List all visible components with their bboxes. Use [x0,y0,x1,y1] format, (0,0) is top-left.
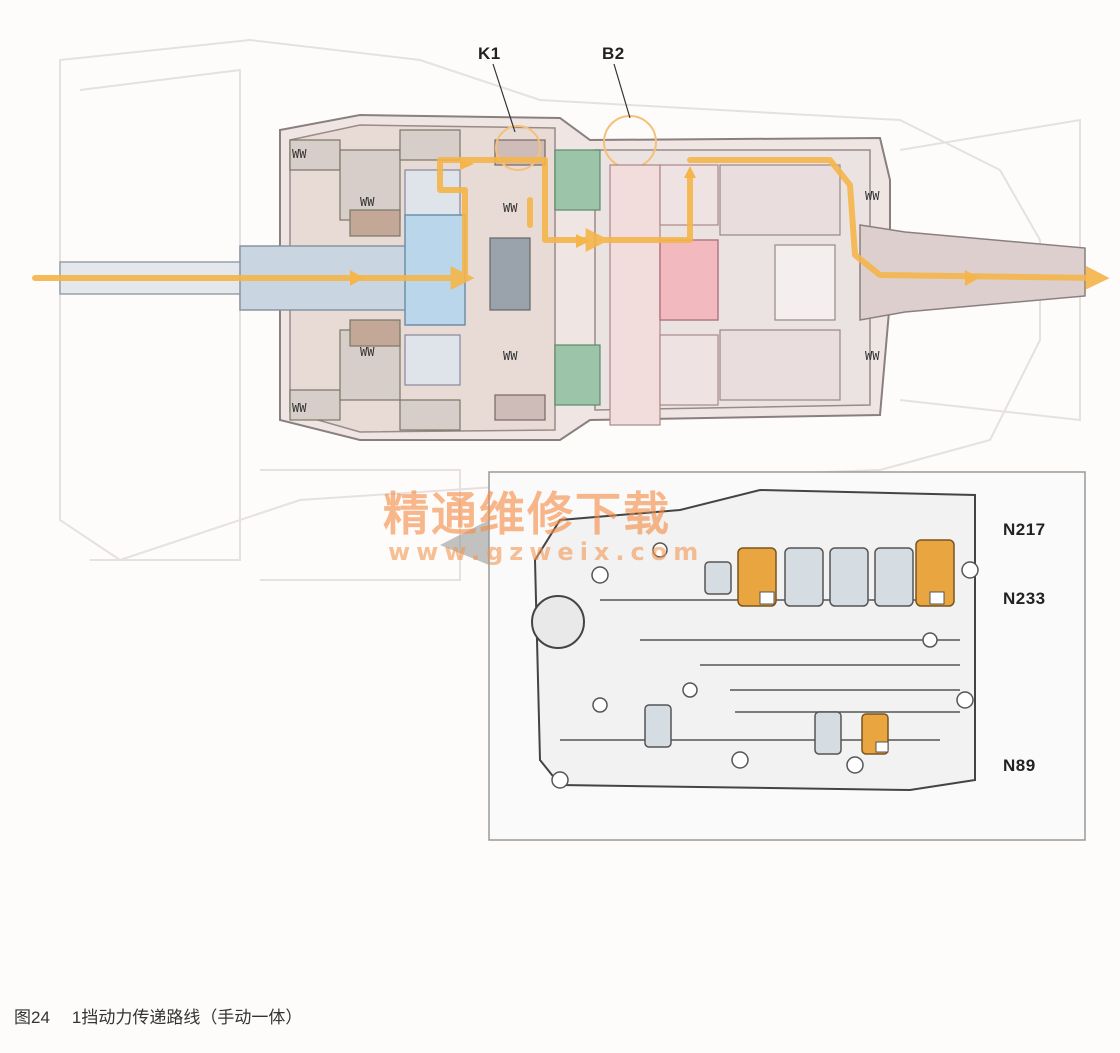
output-shaft [859,224,1086,321]
label-n89: N89 [1003,756,1036,775]
clutch-pack-lower [289,319,461,431]
watermark-title: 精通维修下载 [383,487,671,541]
solenoid-valves-inactive [644,547,914,755]
label-n217: N217 [1003,520,1046,539]
watermark-url: www.gzweix.com [388,538,705,566]
faint-housing-outline [59,38,1081,581]
svg-text:WW: WW [292,401,307,415]
label-b2: B2 [602,44,625,63]
figure-caption: 图24 1挡动力传递路线（手动一体） [14,1003,324,1028]
svg-text:WW: WW [292,147,307,161]
svg-text:WW: WW [360,195,375,209]
svg-text:WW: WW [503,349,518,363]
spring-icons: WW WW WW WW WW WW WW WW [292,147,880,415]
figure-caption-text: 1挡动力传递路线（手动一体） [71,1008,303,1027]
clutch-pack-upper [289,129,461,237]
label-k1: K1 [478,44,501,63]
power-flow-path [32,157,1110,290]
svg-text:WW: WW [503,201,518,215]
figure-number: 图24 [14,1008,50,1027]
valve-body-inset [440,471,1086,841]
b2-brake [554,115,657,406]
power-flow-arrows [350,158,979,286]
svg-text:WW: WW [865,349,880,363]
svg-text:WW: WW [360,345,375,359]
n233-solenoid [915,539,955,607]
svg-text:WW: WW [865,189,880,203]
label-n233: N233 [1003,589,1046,608]
